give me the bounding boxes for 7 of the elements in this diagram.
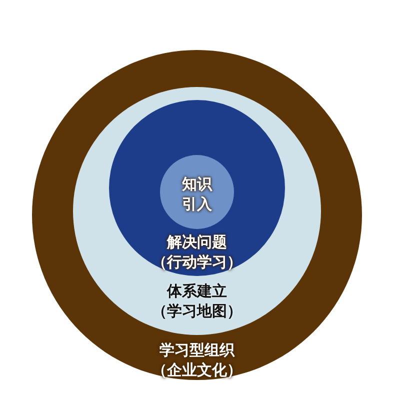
circle-label: 学习型组织 — [158, 340, 236, 360]
circle-label: 体系建立 — [166, 281, 228, 301]
circle-label: （行动学习） — [151, 252, 243, 272]
circle-label: 解决问题 — [166, 232, 228, 252]
circle-label: （学习地图） — [151, 301, 243, 321]
circle-label: 知识引入 — [180, 174, 214, 214]
circle-label: （企业文化） — [151, 360, 243, 380]
